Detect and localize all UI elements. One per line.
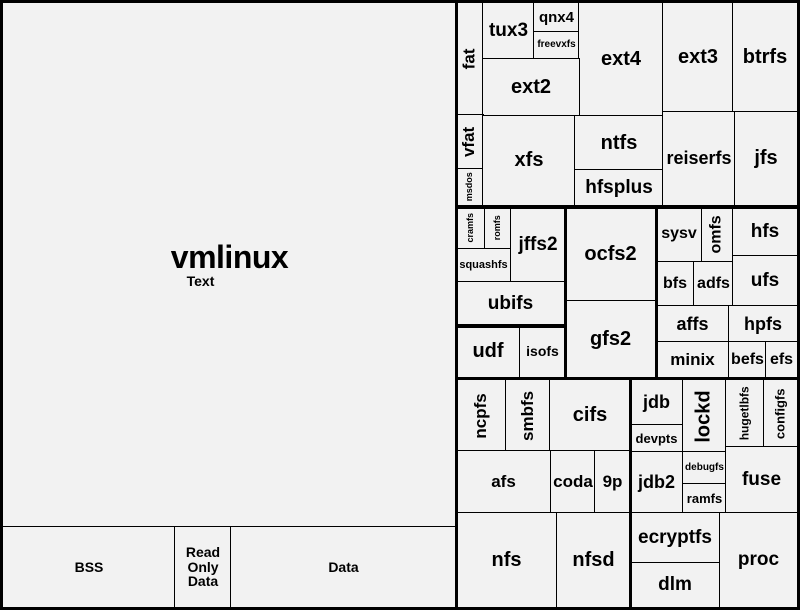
block-smbfs: smbfs <box>505 379 551 452</box>
block-lockd: lockd <box>682 379 727 453</box>
block-squashfs: squashfs <box>455 248 512 283</box>
block-ramfs: ramfs <box>682 483 727 514</box>
block-hugetlbfs: hugetlbfs <box>725 379 765 448</box>
block-adfs: adfs <box>693 261 734 307</box>
block-fuse: fuse <box>725 446 798 514</box>
block-sysv: sysv <box>655 206 703 263</box>
block-hpfs: hpfs <box>728 305 798 343</box>
block-ext3: ext3 <box>662 2 734 113</box>
block-nfsd: nfsd <box>556 512 631 608</box>
block-cramfs: cramfs <box>455 206 486 250</box>
block-debugfs: debugfs <box>682 451 727 485</box>
block-hfsplus: hfsplus <box>574 169 664 206</box>
block-coda: coda <box>550 450 596 514</box>
block-affs: affs <box>655 305 730 343</box>
block-udf: udf <box>455 324 521 379</box>
block-efs: efs <box>765 341 798 379</box>
block-dlm: dlm <box>629 562 721 608</box>
block-ecryptfs: ecryptfs <box>629 512 721 564</box>
block-msdos: msdos <box>455 168 484 206</box>
vmlinux-subtitle: Text <box>186 273 215 290</box>
block-ncpfs: ncpfs <box>455 379 507 452</box>
block-ext4: ext4 <box>578 2 664 117</box>
block-bfs: bfs <box>655 261 695 307</box>
block-xfs: xfs <box>482 115 576 206</box>
block-fat: fat <box>455 2 484 116</box>
block-hfs: hfs <box>732 206 798 257</box>
block-nfs: nfs <box>455 512 558 608</box>
rodata-label: Read Only Data <box>185 543 221 590</box>
block-gfs2: gfs2 <box>564 300 657 379</box>
block-cifs: cifs <box>549 379 631 452</box>
block-9p: 9p <box>594 450 631 514</box>
block-ntfs: ntfs <box>574 115 664 171</box>
vmlinux-title: vmlinux <box>170 238 289 275</box>
block-reiserfs: reiserfs <box>662 111 736 206</box>
block-ufs: ufs <box>732 255 798 307</box>
block-ubifs: ubifs <box>455 281 566 326</box>
block-configfs: configfs <box>763 379 798 448</box>
block-tux3: tux3 <box>482 2 535 60</box>
block-data: Data <box>230 526 457 608</box>
block-bss: BSS <box>2 526 176 608</box>
block-romfs: romfs <box>484 206 512 250</box>
block-afs: afs <box>455 450 552 514</box>
block-jfs: jfs <box>734 111 798 206</box>
block-ext2: ext2 <box>482 58 580 117</box>
block-jffs2: jffs2 <box>510 206 566 283</box>
block-jdb: jdb <box>629 379 684 426</box>
block-proc: proc <box>719 512 798 608</box>
block-jdb2: jdb2 <box>629 451 684 514</box>
block-minix: minix <box>655 341 730 379</box>
block-omfs: omfs <box>701 206 734 263</box>
data-label: Data <box>328 558 359 575</box>
block-devpts: devpts <box>629 424 684 453</box>
block-qnx4: qnx4 <box>533 2 580 33</box>
block-vfat: vfat <box>455 114 484 170</box>
block-vmlinux-text: vmlinux Text <box>2 2 457 528</box>
block-befs: befs <box>728 341 767 379</box>
block-freevxfs: freevxfs <box>533 31 580 60</box>
block-btrfs: btrfs <box>732 2 798 113</box>
block-isofs: isofs <box>519 324 566 379</box>
block-rodata: Read Only Data <box>174 526 232 608</box>
bss-label: BSS <box>74 558 104 575</box>
block-ocfs2: ocfs2 <box>564 206 657 302</box>
